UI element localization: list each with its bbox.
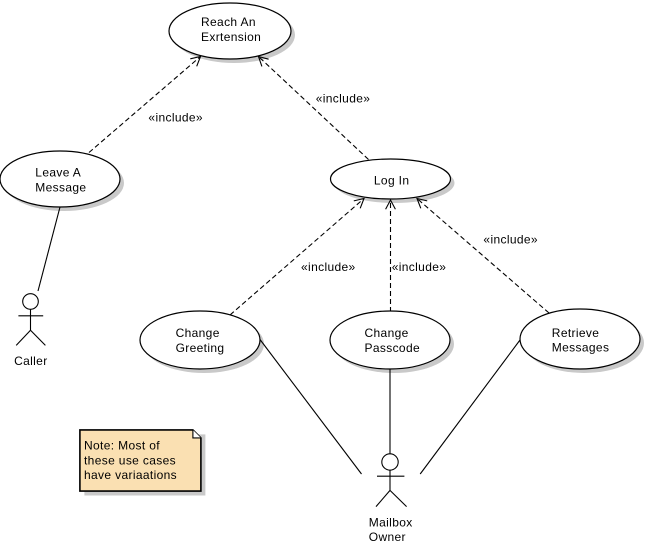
svg-text:Retrieve: Retrieve [552, 326, 599, 340]
svg-text:Messages: Messages [552, 341, 610, 355]
svg-text:Change: Change [176, 326, 220, 340]
svg-text:Passcode: Passcode [365, 341, 421, 355]
svg-text:«include»: «include» [316, 92, 371, 106]
svg-text:Message: Message [35, 180, 86, 194]
svg-text:«include»: «include» [301, 260, 356, 274]
svg-text:Caller: Caller [14, 354, 47, 368]
svg-text:Reach An: Reach An [201, 15, 256, 29]
svg-text:«include»: «include» [392, 260, 447, 274]
svg-text:Leave A: Leave A [35, 165, 81, 179]
svg-text:Change: Change [365, 326, 409, 340]
svg-text:Mailbox: Mailbox [369, 516, 413, 530]
svg-text:«include»: «include» [483, 233, 538, 247]
svg-text:Owner: Owner [369, 530, 406, 544]
svg-text:these use cases: these use cases [84, 453, 176, 467]
svg-text:have variaations: have variaations [84, 468, 177, 482]
svg-text:Log In: Log In [374, 174, 409, 188]
svg-text:Greeting: Greeting [176, 341, 225, 355]
svg-text:Note: Most of: Note: Most of [84, 439, 160, 453]
svg-text:Exrtension: Exrtension [201, 30, 261, 44]
svg-text:«include»: «include» [148, 111, 203, 125]
